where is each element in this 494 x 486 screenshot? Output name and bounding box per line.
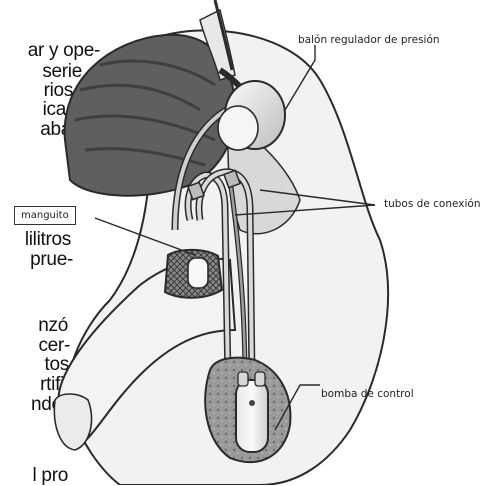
label-control-pump: bomba de control [321,388,414,400]
bladder [65,35,236,196]
label-pressure-balloon: balón regulador de presión [298,34,440,46]
urethral-cuff [165,250,222,298]
label-connection-tubes: tubos de conexión [384,198,480,210]
label-cuff: manguito [14,206,76,225]
control-pump [236,372,268,452]
